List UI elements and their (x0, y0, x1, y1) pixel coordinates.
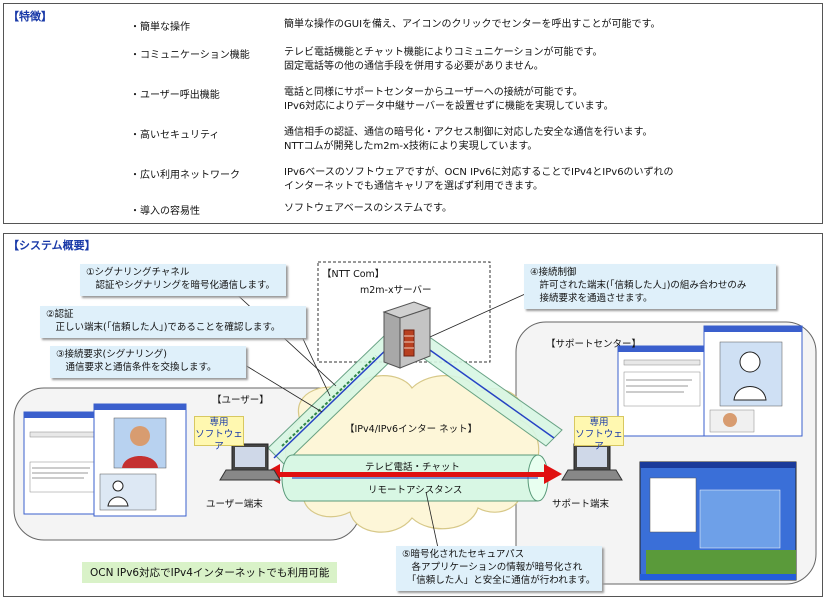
pipe-bottom-label: リモートアシスタンス (368, 485, 463, 496)
feature-desc-1: 簡単な操作のGUIを備え、アイコンのクリックでセンターを呼出すことが可能です。 (284, 19, 661, 30)
callout-connection-request: ③接続要求(シグナリング) 通信要求と通信条件を交換します。 (50, 346, 246, 378)
feature-name-3: ・ユーザー呼出機能 (130, 90, 220, 101)
user-terminal-label: ユーザー端末 (206, 499, 263, 510)
callout-secure-path: ⑤暗号化されたセキュアパス 各アプリケーションの情報が暗号化され 「信頼した人」… (396, 546, 602, 591)
ntt-label: 【NTT Com】 (322, 269, 385, 280)
support-laptop-icon (561, 443, 623, 481)
user-laptop-icon (219, 443, 281, 481)
ocn-ipv6-note: OCN IPv6対応でIPv4インターネットでも利用可能 (82, 562, 338, 583)
user-dedicated-software: 専用ソフトウェア (194, 416, 244, 452)
features-title: 【特徴】 (8, 10, 52, 23)
feature-name-6: ・導入の容易性 (130, 206, 200, 217)
support-app-window-left (617, 345, 707, 437)
user-app-window-left (23, 411, 103, 515)
internet-label: 【IPv4/IPv6インター ネット】 (345, 424, 478, 435)
feature-desc-6: ソフトウェアベースのシステムです。 (284, 203, 452, 214)
support-desktop-screenshot (639, 461, 797, 581)
feature-desc-4: 通信相手の認証、通信の暗号化・アクセス制御に対応した安全な通信を行います。NTT… (284, 127, 653, 152)
communication-pipe (281, 454, 549, 502)
callout-authentication: ②認証 正しい端末(「信頼した人」)であることを確認します。 (40, 306, 306, 338)
support-region-label: 【サポートセンター】 (546, 339, 642, 350)
support-dedicated-software: 専用ソフトウェア (574, 416, 624, 452)
feature-desc-3: 電話と同様にサポートセンターからユーザーへの接続が可能です。IPv6対応によりデ… (284, 87, 614, 112)
support-terminal-label: サポート端末 (552, 499, 610, 510)
features-panel: 【特徴】 ・簡単な操作 簡単な操作のGUIを備え、アイコンのクリックでセンターを… (3, 3, 823, 224)
feature-name-5: ・広い利用ネットワーク (130, 170, 240, 181)
feature-name-1: ・簡単な操作 (130, 22, 190, 33)
server-label: m2m-xサーバー (360, 285, 432, 296)
feature-desc-2: テレビ電話機能とチャット機能によりコミュニケーションが可能です。固定電話等の他の… (284, 47, 603, 72)
pipe-top-label: テレビ電話・チャット (365, 462, 460, 473)
feature-name-4: ・高いセキュリティ (130, 130, 220, 141)
feature-name-2: ・コミュニケーション機能 (130, 50, 250, 61)
user-app-window-right (93, 403, 187, 517)
callout-connection-control: ④接続制御 許可された端末(「信頼した人」)の組み合わせのみ 接続要求を通過させ… (524, 264, 776, 309)
feature-desc-5: IPv6ベースのソフトウェアですが、OCN IPv6に対応することでIPv4とI… (284, 167, 674, 192)
support-app-window-right (703, 325, 803, 437)
system-title: 【システム概要】 (8, 239, 96, 252)
callout-signaling-channel: ①シグナリングチャネル 認証やシグナリングを暗号化通信します。 (80, 264, 286, 296)
server-icon (382, 301, 432, 369)
user-region-label: 【ユーザー】 (212, 395, 269, 406)
